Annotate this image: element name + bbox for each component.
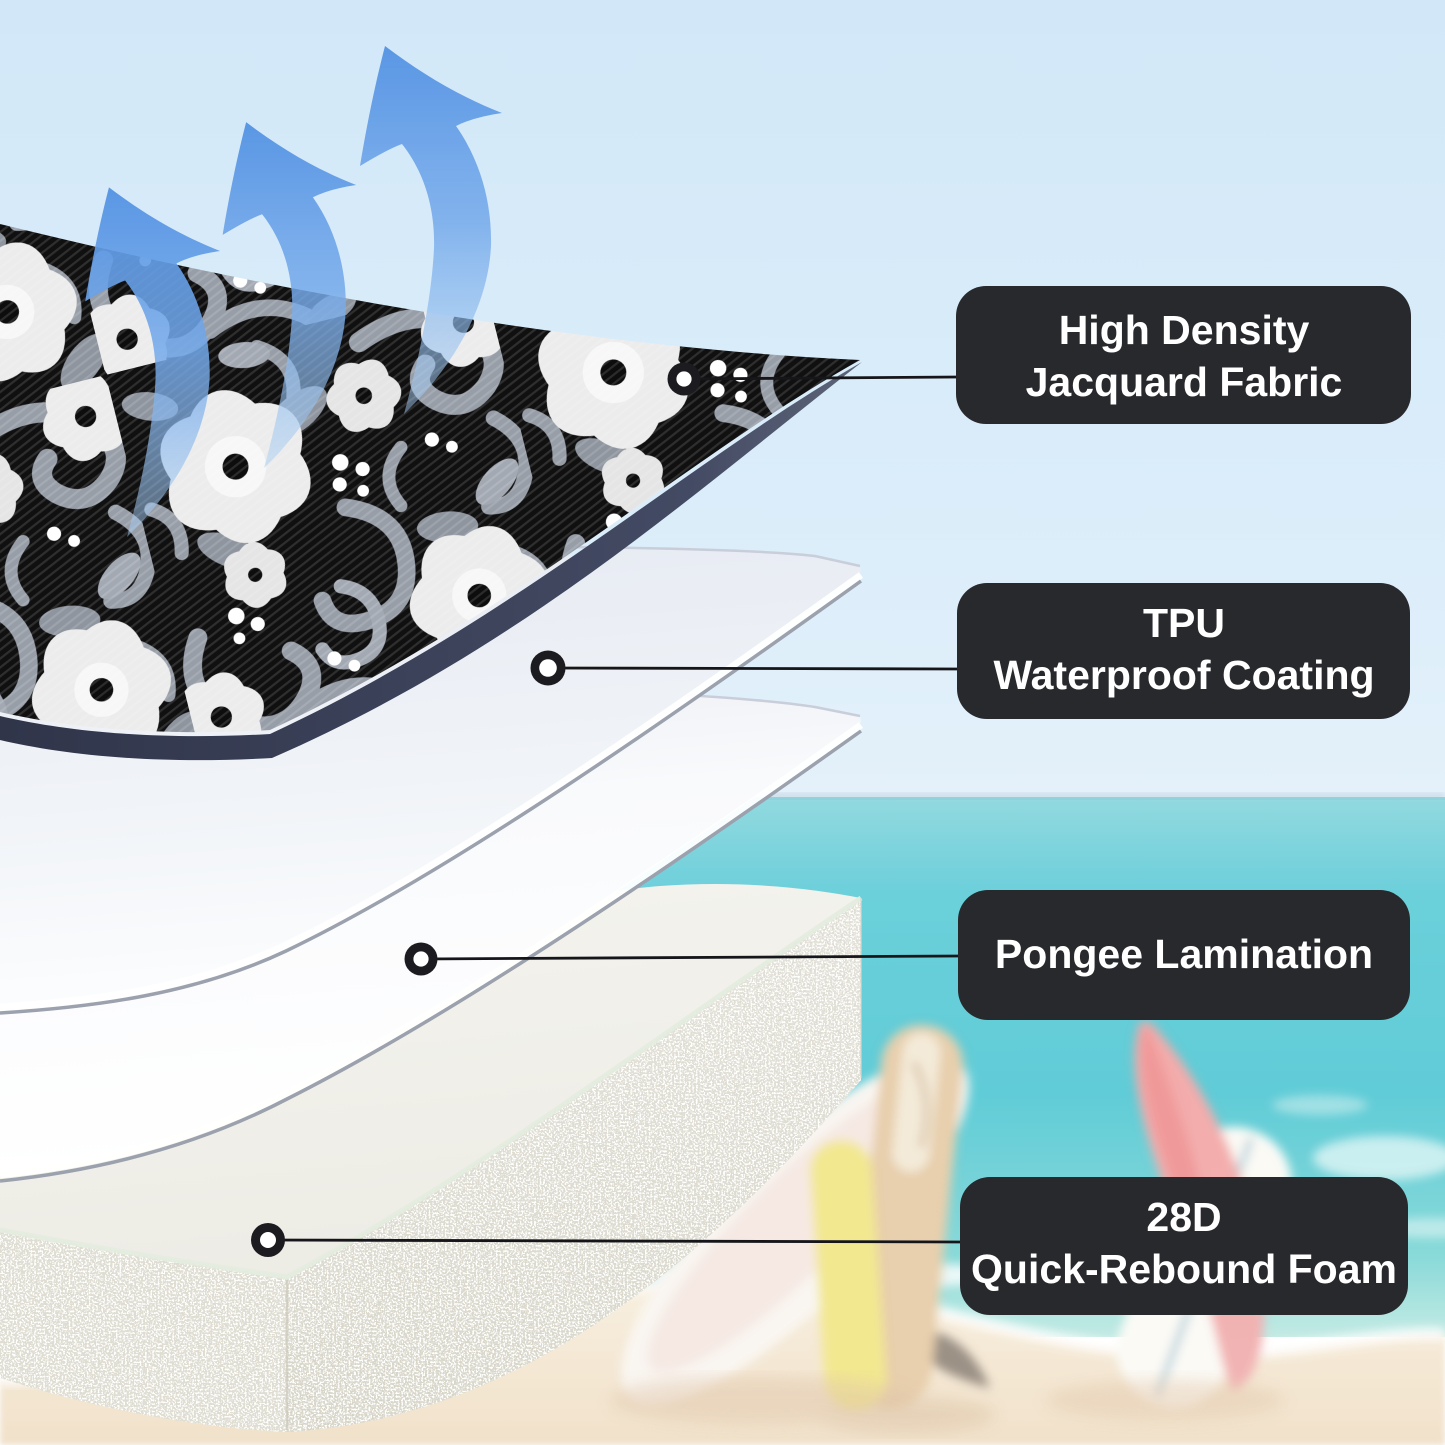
svg-text:Quick-Rebound Foam: Quick-Rebound Foam	[971, 1246, 1397, 1292]
svg-text:Pongee Lamination: Pongee Lamination	[995, 931, 1373, 977]
svg-text:Jacquard Fabric: Jacquard Fabric	[1026, 359, 1343, 405]
svg-text:TPU: TPU	[1143, 600, 1225, 646]
svg-text:High Density: High Density	[1059, 307, 1310, 353]
svg-text:Waterproof Coating: Waterproof Coating	[993, 652, 1374, 698]
svg-text:28D: 28D	[1146, 1194, 1221, 1240]
